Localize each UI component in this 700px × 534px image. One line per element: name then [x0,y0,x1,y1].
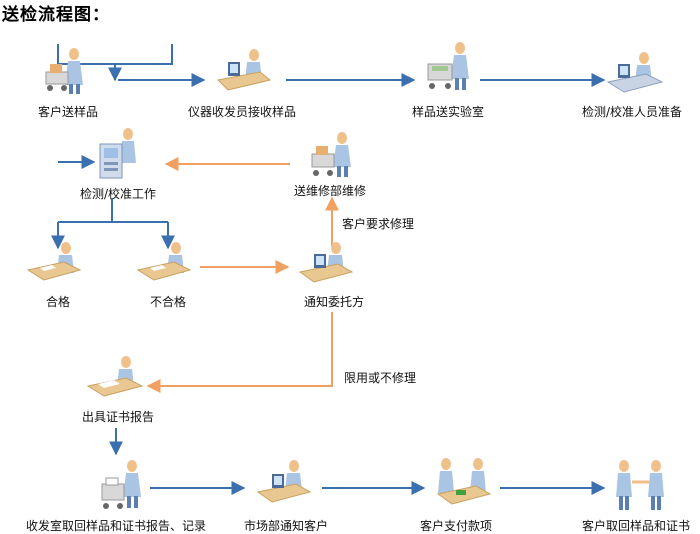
person-with-cart-icon [101,460,141,509]
node-n13-label: 客户支付款项 [420,519,493,533]
node-n8-label: 不合格 [150,295,187,309]
two-people-at-table-icon [436,458,492,505]
person-at-desk-icon [86,356,144,397]
person-with-cart-icon [427,42,469,90]
person-at-desk-icon [26,242,82,281]
edge-label-limited-use: 限用或不修理 [344,371,417,385]
node-n3-label: 样品送实验室 [412,105,485,119]
node-n10-label: 出具证书报告 [82,410,155,424]
person-at-computer-icon [298,242,354,283]
node-n14-label: 客户取回样品和证书 [582,519,691,533]
node-n1-label: 客户送样品 [38,105,99,119]
node-n11-label: 收发室取回样品和证书报告、记录 [26,519,207,533]
edge-label-repair-request: 客户要求修理 [342,217,415,231]
person-with-cart-icon [311,132,351,177]
person-at-machine-icon [99,128,136,179]
person-at-desk-icon [136,242,192,281]
person-with-cart-icon [45,48,83,94]
node-n7-label: 合格 [46,295,71,309]
node-n2-label: 仪器收发员接收样品 [188,105,297,119]
two-people-handshake-icon [616,460,664,510]
node-n6-label: 送维修部维修 [294,184,367,198]
page-title: 送检流程图： [2,5,110,25]
person-at-computer-icon [606,52,664,93]
person-at-computer-icon [256,460,312,503]
node-n5-label: 检测/校准工作 [80,187,157,201]
arrow-n9-n10 [146,312,333,393]
split-line [58,198,168,223]
person-at-computer-icon [216,49,272,91]
node-n12-label: 市场部通知客户 [244,519,329,533]
node-n4-label: 检测/校准人员准备 [582,105,683,119]
node-n9-label: 通知委托方 [304,295,365,309]
